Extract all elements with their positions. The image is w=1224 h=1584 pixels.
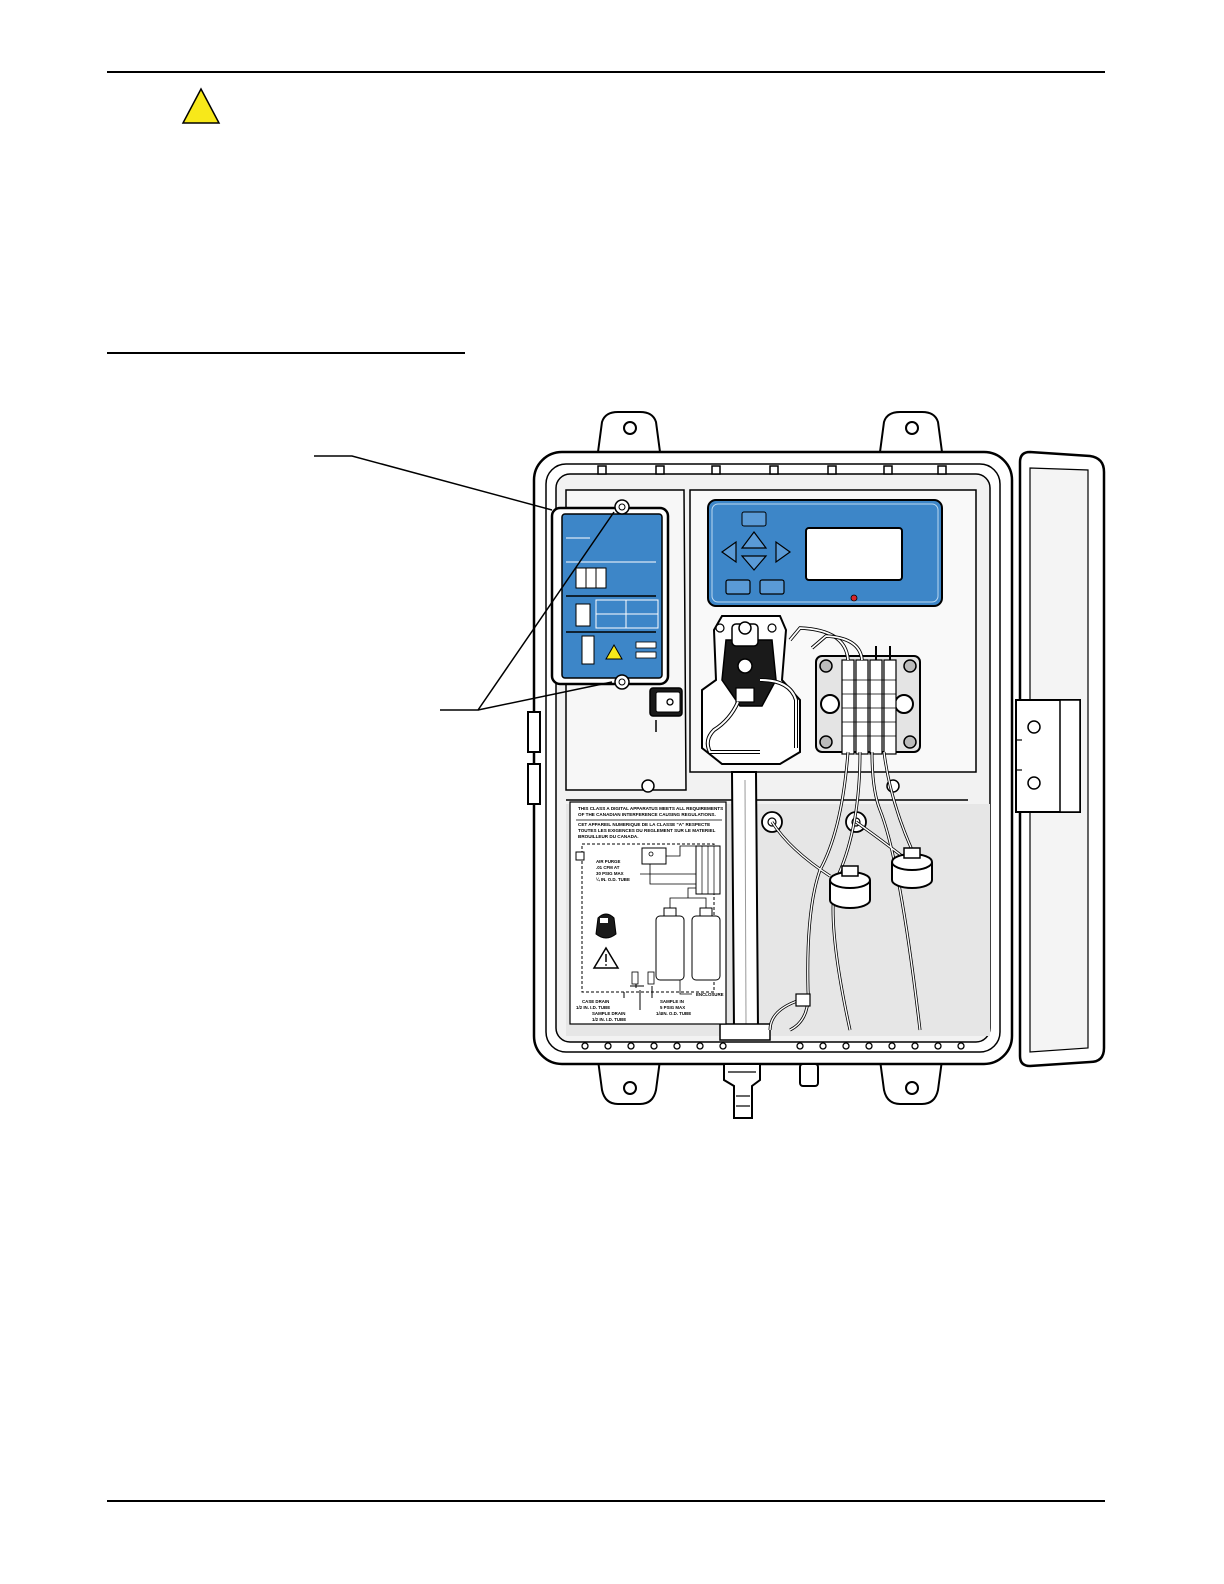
svg-text:5 PSIG MAX: 5 PSIG MAX xyxy=(660,1005,685,1010)
svg-text:TOUTES LES EXIGENCES DU REGLEM: TOUTES LES EXIGENCES DU REGLEMENT SUR LE… xyxy=(578,828,716,833)
power-cover-panel xyxy=(550,499,670,690)
svg-text:1/4IN. O.D. TUBE: 1/4IN. O.D. TUBE xyxy=(656,1011,691,1016)
sensor-cap-left xyxy=(829,865,871,909)
caution-icon xyxy=(181,87,221,124)
enclosure-door xyxy=(1015,450,1106,1068)
callout-leaders xyxy=(314,455,615,711)
header-rule xyxy=(107,71,1105,73)
sensor-cap-right xyxy=(891,847,933,889)
section-underline xyxy=(107,352,465,354)
svg-text:.01 CFM AT: .01 CFM AT xyxy=(596,865,620,870)
svg-text:OF THE CANADIAN INTERFERENCE C: OF THE CANADIAN INTERFERENCE CAUSING REG… xyxy=(578,812,716,817)
svg-text:SAMPLE DRAIN: SAMPLE DRAIN xyxy=(592,1011,625,1016)
valve-housing xyxy=(701,615,801,765)
svg-text:THIS CLASS A DIGITAL APPARATUS: THIS CLASS A DIGITAL APPARATUS MEETS ALL… xyxy=(578,806,723,811)
svg-text:CET APPAREIL NUMERIQUE DE LA C: CET APPAREIL NUMERIQUE DE LA CLASSE "A" … xyxy=(578,822,710,827)
controller-panel xyxy=(707,499,943,607)
plumbing-label: THIS CLASS A DIGITAL APPARATUS MEETS ALL… xyxy=(569,801,727,1025)
svg-text:¼ IN. O.D. TUBE: ¼ IN. O.D. TUBE xyxy=(596,877,630,882)
warning-triangle-icon xyxy=(592,946,620,969)
svg-text:SAMPLE IN: SAMPLE IN xyxy=(660,999,684,1004)
ppe-face-shield-icon xyxy=(595,913,617,939)
svg-text:30 PSIG MAX: 30 PSIG MAX xyxy=(596,871,624,876)
footer-rule xyxy=(107,1500,1105,1502)
svg-text:ENCLOSURE: ENCLOSURE xyxy=(696,992,724,997)
svg-text:BROUILLEUR DU CANADA.: BROUILLEUR DU CANADA. xyxy=(578,834,638,839)
power-switch xyxy=(649,687,683,732)
flow-manifold xyxy=(788,626,921,755)
svg-text:1/2 IN. I.D. TUBE: 1/2 IN. I.D. TUBE xyxy=(592,1017,626,1022)
svg-text:CASE DRAIN: CASE DRAIN xyxy=(582,999,609,1004)
svg-text:AIR PURGE: AIR PURGE xyxy=(596,859,620,864)
svg-text:1/2 IN. I.D. TUBE: 1/2 IN. I.D. TUBE xyxy=(576,1005,610,1010)
